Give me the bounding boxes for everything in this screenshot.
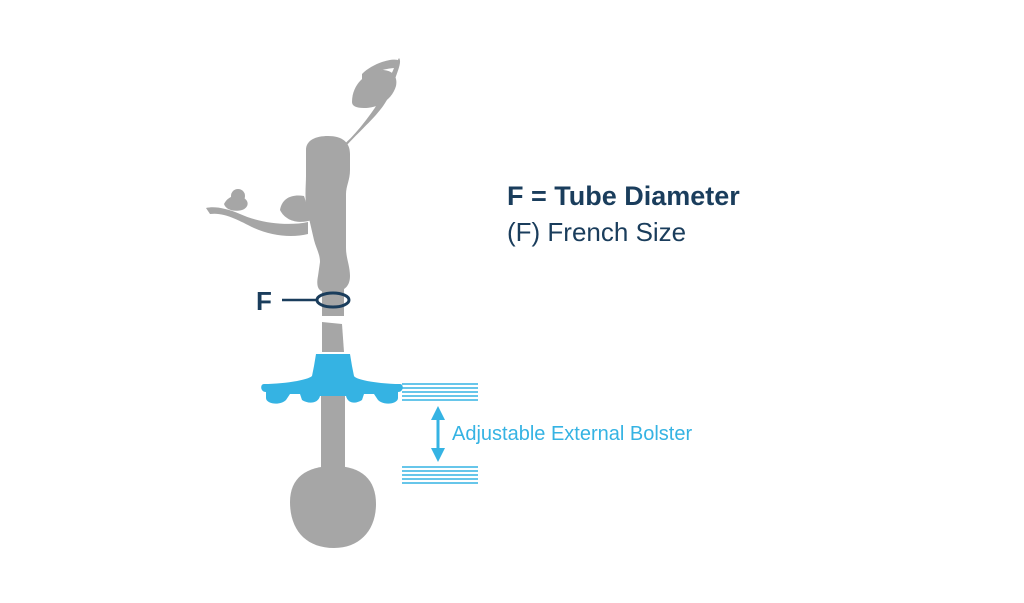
diagram-title: F = Tube Diameter <box>507 181 740 211</box>
diagram-subtitle: (F) French Size <box>507 217 687 247</box>
ring-icon <box>315 291 351 309</box>
tube-shaft-lower <box>321 396 345 470</box>
tube-hub <box>305 136 350 292</box>
bolster-range-bottom-lines <box>402 466 478 484</box>
bolster-range-top-lines <box>402 383 478 401</box>
diameter-marker <box>282 291 351 309</box>
diameter-marker-label: F <box>256 286 272 316</box>
external-bolster <box>261 354 403 404</box>
bolster-label: Adjustable External Bolster <box>452 423 693 445</box>
side-port <box>206 189 312 236</box>
feeding-port-cap <box>340 58 401 148</box>
tube-shaft-upper <box>322 288 344 352</box>
double-arrow-vertical-icon <box>431 406 445 462</box>
internal-balloon <box>290 466 376 548</box>
